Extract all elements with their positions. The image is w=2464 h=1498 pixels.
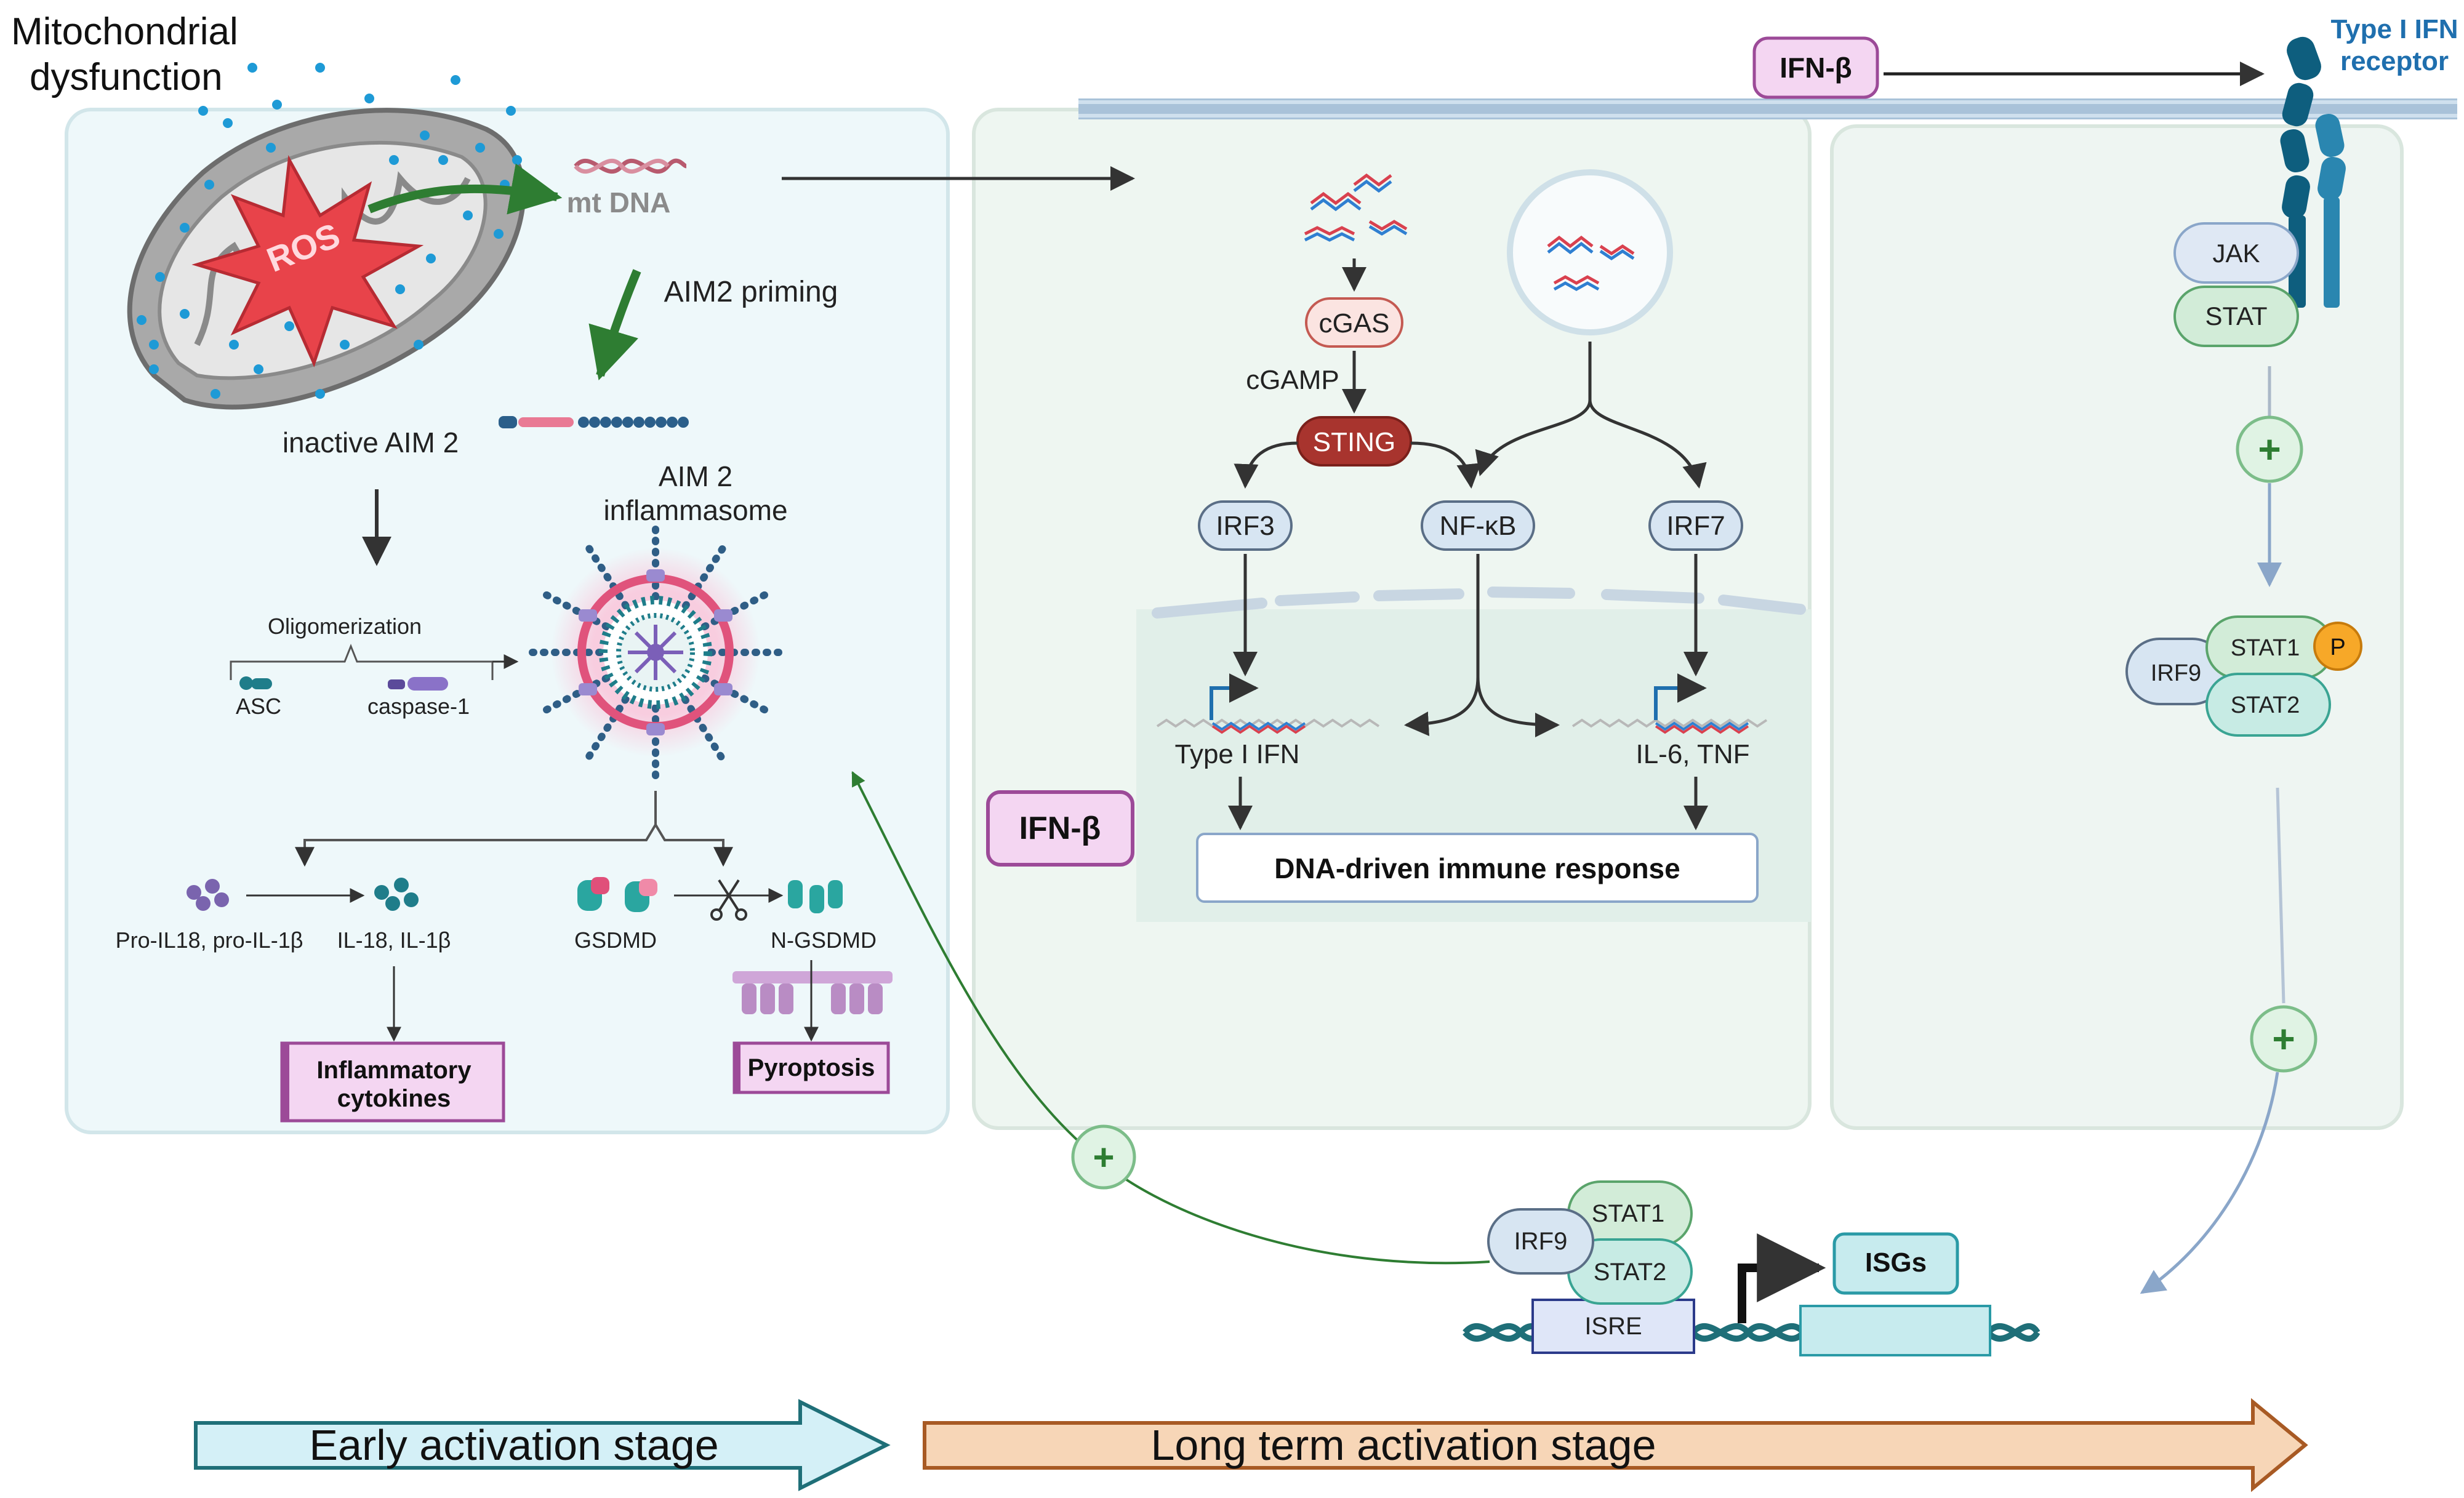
pro-il-label: Pro-IL18, pro-IL-1β bbox=[116, 927, 303, 953]
isgs-label: ISGs bbox=[1865, 1248, 1927, 1278]
irf7-box bbox=[1648, 500, 1743, 551]
stat-box bbox=[2173, 286, 2299, 347]
mtdna-helix-icon bbox=[574, 158, 688, 174]
stat2-label-right: STAT2 bbox=[2231, 692, 2300, 718]
stat1-label-right: STAT1 bbox=[2231, 635, 2300, 661]
nfkb-label: NF-κB bbox=[1440, 511, 1517, 541]
long-stage-arrow bbox=[923, 1398, 2308, 1492]
il6tnf-label: IL-6, TNF bbox=[1635, 739, 1749, 769]
vesicle-branch-arrows bbox=[1475, 342, 1592, 476]
il6tnf-promoter-icon bbox=[1654, 673, 1707, 720]
gsdmd-pore-icon bbox=[732, 971, 893, 1014]
irf9-label-right: IRF9 bbox=[2151, 660, 2201, 686]
ros-starburst bbox=[191, 154, 424, 367]
plus-label-right-2: + bbox=[2272, 1017, 2295, 1061]
aim2-priming-label: AIM2 priming bbox=[664, 276, 838, 308]
phospho-icon bbox=[2313, 622, 2362, 671]
mtdna-label: mt DNA bbox=[567, 186, 671, 218]
type1ifn-promoter-icon bbox=[1210, 673, 1259, 720]
type1ifn-gene-icon bbox=[1156, 718, 1380, 734]
stat2-label-bottom: STAT2 bbox=[1594, 1259, 1667, 1286]
cytokines-label-line2: cytokines bbox=[337, 1085, 451, 1112]
cgas-label: cGAS bbox=[1319, 308, 1390, 338]
plus-icon-bottom bbox=[1071, 1124, 1136, 1190]
early-stage-label: Early activation stage bbox=[309, 1421, 718, 1469]
irf7-label: IRF7 bbox=[1666, 511, 1725, 541]
il-icon bbox=[374, 878, 419, 911]
isre-label: ISRE bbox=[1584, 1313, 1642, 1340]
irf9-box-bottom bbox=[1487, 1208, 1594, 1275]
jak-box bbox=[2173, 222, 2299, 284]
sting-to-irf3-arrow bbox=[1234, 441, 1298, 489]
caspase-label: caspase-1 bbox=[367, 694, 470, 719]
inactive-aim2-label: inactive AIM 2 bbox=[283, 427, 459, 459]
plus-icon-right-1 bbox=[2236, 415, 2303, 483]
mtdna-to-aim2-arrow bbox=[588, 269, 641, 381]
phospho-label: P bbox=[2330, 635, 2345, 660]
type1ifn-label: Type I IFN bbox=[1175, 739, 1300, 769]
isre-box bbox=[1531, 1299, 1695, 1354]
inactive-aim2-icon bbox=[499, 416, 689, 428]
early-stage-arrow bbox=[194, 1399, 891, 1491]
nfkb-box bbox=[1421, 500, 1535, 551]
oligomerization-label: Oligomerization bbox=[268, 614, 422, 639]
long-stage-label: Long term activation stage bbox=[1150, 1421, 1656, 1469]
vesicle-dna-icon bbox=[1547, 235, 1635, 291]
isg-gene-box bbox=[1799, 1305, 1991, 1356]
gsdmd-label: GSDMD bbox=[574, 927, 657, 953]
irf3-label: IRF3 bbox=[1216, 511, 1274, 541]
stat2-box-right bbox=[2205, 673, 2331, 737]
plus-label-right-1: + bbox=[2258, 427, 2281, 471]
asc-label: ASC bbox=[236, 694, 281, 719]
inflammasome-branch bbox=[303, 791, 724, 859]
caspase-icon bbox=[388, 677, 448, 691]
sting-to-nfkb-arrow bbox=[1410, 441, 1482, 489]
plus-label-bottom: + bbox=[1093, 1137, 1114, 1178]
nuclear-envelope bbox=[1152, 587, 1806, 619]
cgas-box bbox=[1305, 297, 1403, 348]
ros-to-mtdna-arrow bbox=[367, 163, 563, 215]
mito-title-line1: Mitochondrial bbox=[11, 10, 238, 53]
il6tnf-gene-icon bbox=[1571, 718, 1768, 734]
ifnb-top-box bbox=[1752, 36, 1879, 99]
cytokines-label-line1: Inflammatory bbox=[316, 1057, 472, 1084]
stat-to-isre-arrow bbox=[2140, 1071, 2279, 1294]
pyroptosis-label: Pyroptosis bbox=[748, 1054, 875, 1081]
isg-promoter-icon bbox=[1738, 1233, 1826, 1323]
dna-response-label: DNA-driven immune response bbox=[1274, 852, 1680, 884]
dna-response-box bbox=[1196, 833, 1759, 903]
cgamp-label: cGAMP bbox=[1246, 365, 1339, 395]
stat1-label-bottom: STAT1 bbox=[1592, 1200, 1665, 1227]
ifnb-side-box bbox=[986, 790, 1134, 867]
asc-icon bbox=[239, 676, 272, 690]
ifnb-top-label: IFN-β bbox=[1780, 52, 1852, 84]
irf3-box bbox=[1198, 500, 1293, 551]
ifnb-side-label: IFN-β bbox=[1019, 811, 1101, 846]
inflammasome-label-line1: AIM 2 bbox=[659, 460, 732, 492]
jak-label: JAK bbox=[2212, 239, 2260, 268]
cytosolic-dna-icon bbox=[1304, 173, 1408, 242]
right-panel bbox=[1830, 124, 2404, 1130]
scissors-icon bbox=[710, 879, 747, 921]
n-gsdmd-label: N-GSDMD bbox=[771, 927, 877, 953]
aim2-inflammasome-icon bbox=[523, 526, 785, 782]
ifn-receptor-icon bbox=[2280, 36, 2346, 308]
inflammasome-label-line2: inflammasome bbox=[603, 494, 787, 526]
il-label: IL-18, IL-1β bbox=[337, 927, 451, 953]
stat-label: STAT bbox=[2205, 302, 2267, 330]
sting-box bbox=[1296, 416, 1412, 467]
sting-label: STING bbox=[1313, 427, 1395, 457]
mito-title-line2: dysfunction bbox=[30, 56, 223, 98]
plus-icon-right-2 bbox=[2250, 1005, 2318, 1073]
pro-il-icon bbox=[187, 879, 229, 911]
irf9-label-bottom: IRF9 bbox=[1514, 1228, 1568, 1255]
receptor-label-line2: receptor bbox=[2340, 46, 2449, 76]
n-gsdmd-icon bbox=[788, 880, 843, 913]
isgs-box bbox=[1832, 1232, 1959, 1295]
gsdmd-icon bbox=[577, 877, 657, 912]
receptor-label-line1: Type I IFN bbox=[2331, 14, 2458, 44]
